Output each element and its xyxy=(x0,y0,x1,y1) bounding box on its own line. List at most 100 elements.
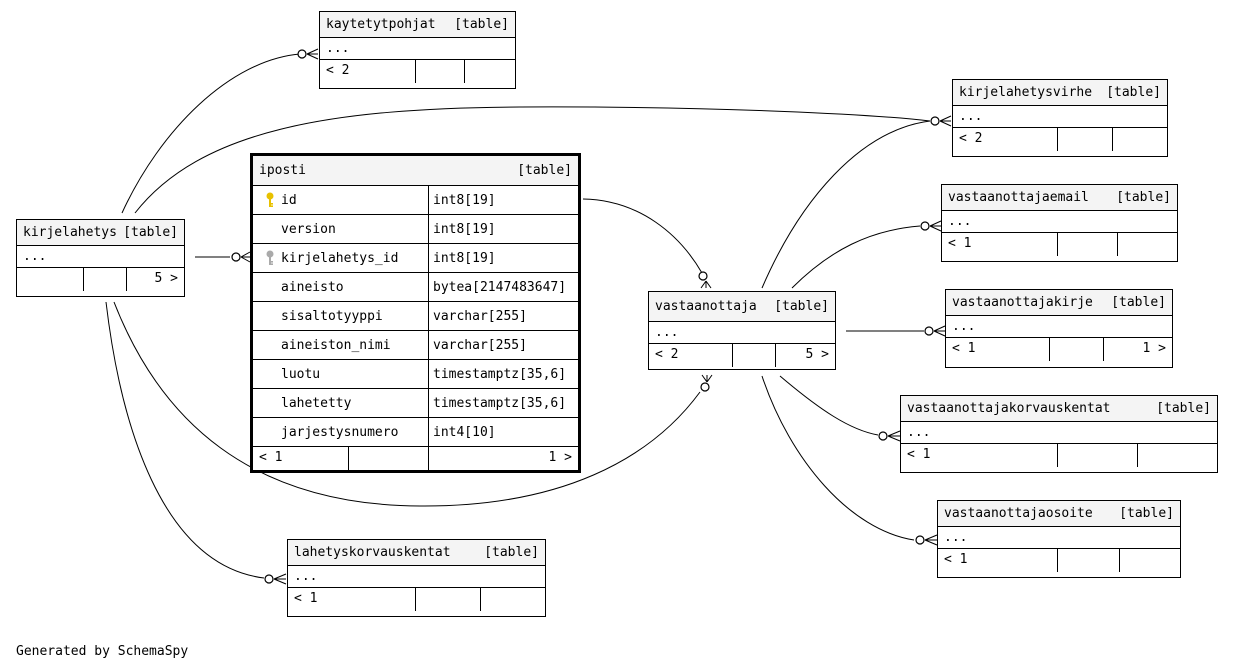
table-kind: [table] xyxy=(517,163,572,178)
parents-count[interactable]: < 1 xyxy=(901,444,1058,467)
table-vastaanottajaemail[interactable]: vastaanottajaemail [table] ... < 1 xyxy=(941,184,1178,262)
edge-end-circle xyxy=(920,221,930,231)
column-name: aineiston_nimi xyxy=(281,337,391,353)
parents-count[interactable]: < 2 xyxy=(649,344,733,367)
parents-count[interactable]: < 1 xyxy=(942,233,1058,256)
table-name: kirjelahetysvirhe xyxy=(959,85,1093,100)
edge-end-circle xyxy=(878,431,888,441)
column-type: int8[19] xyxy=(433,221,496,237)
parents-count[interactable]: < 1 xyxy=(253,447,349,472)
column-type: int8[19] xyxy=(433,192,496,208)
children-count[interactable]: 1 > xyxy=(1142,341,1166,356)
edge-end-circle xyxy=(924,326,934,336)
children-count[interactable] xyxy=(465,60,515,83)
edge-kirjelahetys-lahetyskorvauskentat xyxy=(105,301,265,579)
column-row[interactable]: aineiston_nimi varchar[255] xyxy=(253,331,578,360)
table-name: kaytetytpohjat xyxy=(326,17,436,32)
table-kind: [table] xyxy=(1111,295,1166,310)
table-name: vastaanottajakorvauskentat xyxy=(907,401,1111,416)
footer-spacer xyxy=(416,60,465,83)
children-count[interactable] xyxy=(1118,233,1177,256)
table-name: kirjelahetys xyxy=(23,225,117,240)
parents-count[interactable]: < 1 xyxy=(938,549,1058,572)
children-count[interactable] xyxy=(1138,444,1217,467)
column-name: version xyxy=(281,221,336,237)
footer-spacer xyxy=(1058,128,1113,151)
footer-spacer xyxy=(1058,549,1120,572)
table-lahetyskorvauskentat[interactable]: lahetyskorvauskentat [table] ... < 1 xyxy=(287,539,546,617)
column-name: kirjelahetys_id xyxy=(281,250,399,266)
table-kind: [table] xyxy=(774,299,829,314)
table-vastaanottajakorvauskentat[interactable]: vastaanottajakorvauskentat[table] ... < … xyxy=(900,395,1218,473)
column-row[interactable]: version int8[19] xyxy=(253,215,578,244)
edge-kirjelahetys-kirjelahetysvirhe xyxy=(134,106,931,214)
edge-end-circle xyxy=(698,271,708,281)
children-count[interactable] xyxy=(1120,549,1180,572)
column-row[interactable]: id int8[19] xyxy=(253,186,578,215)
children-count[interactable] xyxy=(1113,128,1167,151)
table-kaytetytpohjat[interactable]: kaytetytpohjat [table] ... < 2 xyxy=(319,11,516,89)
table-kirjelahetysvirhe[interactable]: kirjelahetysvirhe[table] ... < 2 xyxy=(952,79,1168,157)
column-type: varchar[255] xyxy=(433,308,527,324)
column-type: timestamptz[35,6] xyxy=(433,395,567,411)
column-type: varchar[255] xyxy=(433,337,527,353)
footer-spacer xyxy=(1058,233,1118,256)
parents-count[interactable] xyxy=(17,268,84,291)
edge-end-circle xyxy=(297,49,307,59)
table-kind: [table] xyxy=(484,545,539,560)
column-name: jarjestysnumero xyxy=(281,424,399,440)
table-kirjelahetys[interactable]: kirjelahetys [table] ... 5 > xyxy=(16,219,185,297)
collapsed-columns: ... xyxy=(942,211,1177,233)
footer-spacer xyxy=(1058,444,1138,467)
collapsed-columns: ... xyxy=(649,322,835,344)
table-kind: [table] xyxy=(123,225,178,240)
edge-kirjelahetys-kaytetytpohjat xyxy=(121,53,301,214)
column-type: bytea[2147483647] xyxy=(433,279,567,295)
collapsed-columns: ... xyxy=(320,38,515,60)
column-row[interactable]: sisaltotyyppi varchar[255] xyxy=(253,302,578,331)
children-count[interactable]: 1 > xyxy=(548,450,572,465)
table-vastaanottajaosoite[interactable]: vastaanottajaosoite[table] ... < 1 xyxy=(937,500,1181,578)
footer-spacer xyxy=(84,268,127,291)
footer-spacer xyxy=(416,588,481,611)
table-name: vastaanottajaosoite xyxy=(944,506,1093,521)
table-kind: [table] xyxy=(1116,190,1171,205)
children-count[interactable]: 5 > xyxy=(805,347,829,362)
edge-vastaanottaja-vastaanottajakorvauskentat xyxy=(779,375,879,436)
collapsed-columns: ... xyxy=(938,527,1180,549)
edge-end-circle xyxy=(700,382,710,392)
table-name: lahetyskorvauskentat xyxy=(294,545,451,560)
table-name: vastaanottajaemail xyxy=(948,190,1089,205)
edge-kirjelahetys-vastaanottaja xyxy=(113,301,701,507)
footer-spacer xyxy=(733,344,776,367)
column-name: aineisto xyxy=(281,279,344,295)
children-count[interactable]: 5 > xyxy=(154,271,178,286)
parents-count[interactable]: < 1 xyxy=(288,588,416,611)
column-name: sisaltotyyppi xyxy=(281,308,383,324)
edge-end-circle xyxy=(930,116,940,126)
parents-count[interactable]: < 2 xyxy=(320,60,416,83)
edge-vastaanottaja-vastaanottajaosoite xyxy=(761,375,915,541)
edge-iposti-vastaanottaja xyxy=(582,198,703,274)
parents-count[interactable]: < 1 xyxy=(946,338,1050,361)
table-kind: [table] xyxy=(454,17,509,32)
children-count[interactable] xyxy=(481,588,545,611)
table-name: vastaanottajakirje xyxy=(952,295,1093,310)
footer-spacer xyxy=(349,447,429,472)
collapsed-columns: ... xyxy=(901,422,1217,444)
collapsed-columns: ... xyxy=(288,566,545,588)
column-list: id int8[19] version int8[19] kirjelahetys_id… xyxy=(253,186,578,447)
column-row[interactable]: aineisto bytea[2147483647] xyxy=(253,273,578,302)
edge-end-circle xyxy=(264,574,274,584)
collapsed-columns: ... xyxy=(17,246,184,268)
column-name: id xyxy=(281,192,297,208)
parents-count[interactable]: < 2 xyxy=(953,128,1058,151)
